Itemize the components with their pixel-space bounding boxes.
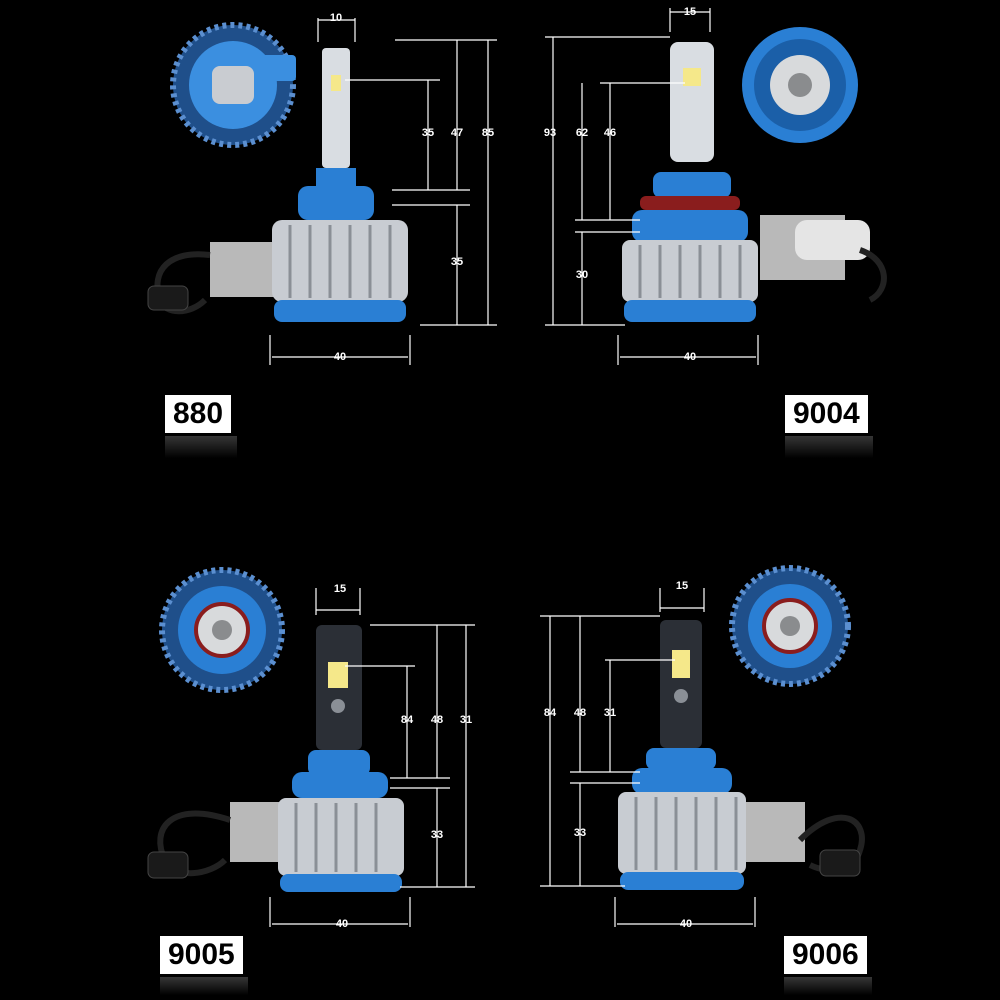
label-reflection (160, 977, 248, 995)
dim-base-height: 33 (430, 829, 444, 841)
socket-view-9006 (729, 565, 851, 687)
dim-base-width: 40 (333, 351, 347, 363)
led-shaft (322, 48, 350, 168)
dim-base-width: 40 (679, 918, 693, 930)
heatsink (272, 220, 408, 302)
bulb-880-illustration (147, 18, 497, 365)
socket-view-880 (170, 22, 296, 148)
led-shaft (660, 620, 702, 748)
dim-top-width: 15 (683, 6, 697, 18)
dim-base-width: 40 (335, 918, 349, 930)
dim-base-height: 33 (573, 827, 587, 839)
label-reflection (784, 977, 872, 995)
dim-led-height: 46 (603, 127, 617, 139)
dim-total-height: 93 (543, 127, 557, 139)
heatsink (618, 792, 746, 874)
model-label-9006: 9006 (784, 936, 867, 974)
dim-base-width: 40 (683, 351, 697, 363)
dim-neck-height: 47 (450, 127, 464, 139)
heatsink (622, 240, 758, 302)
panel-9004: 15 93 62 46 30 40 9004 (500, 0, 1000, 500)
model-label-880: 880 (165, 395, 232, 433)
heatsink (278, 798, 404, 876)
bulb-9005-illustration (147, 567, 475, 927)
dim-neck-height: 48 (573, 707, 587, 719)
dim-total-height: 84 (543, 707, 557, 719)
label-reflection (165, 436, 237, 458)
label-reflection (785, 436, 873, 458)
dim-led-height: 84 (400, 714, 414, 726)
dim-base-height: 35 (450, 256, 464, 268)
dim-top-width: 10 (329, 12, 343, 24)
dim-top-width: 15 (333, 583, 347, 595)
dim-led-height: 31 (603, 707, 617, 719)
dim-top-width: 15 (675, 580, 689, 592)
dim-total-height: 85 (481, 127, 495, 139)
socket-view-9005 (159, 567, 285, 693)
bulb-9004-illustration (545, 8, 887, 365)
bulb-9006-illustration (540, 565, 865, 927)
led-shaft (670, 42, 714, 162)
socket-view-9004 (742, 27, 858, 143)
model-label-9005: 9005 (160, 936, 243, 974)
dim-led-height: 35 (421, 127, 435, 139)
dim-base-height: 30 (575, 269, 589, 281)
dim-neck-height: 48 (430, 714, 444, 726)
panel-880: 10 35 47 85 35 40 880 (0, 0, 500, 500)
model-label-9004: 9004 (785, 395, 868, 433)
panel-9005: 15 84 48 31 33 40 9005 (0, 500, 500, 1000)
panel-9006: 15 84 48 31 33 40 9006 (500, 500, 1000, 1000)
dim-total-height: 31 (459, 714, 473, 726)
dim-neck-height: 62 (575, 127, 589, 139)
